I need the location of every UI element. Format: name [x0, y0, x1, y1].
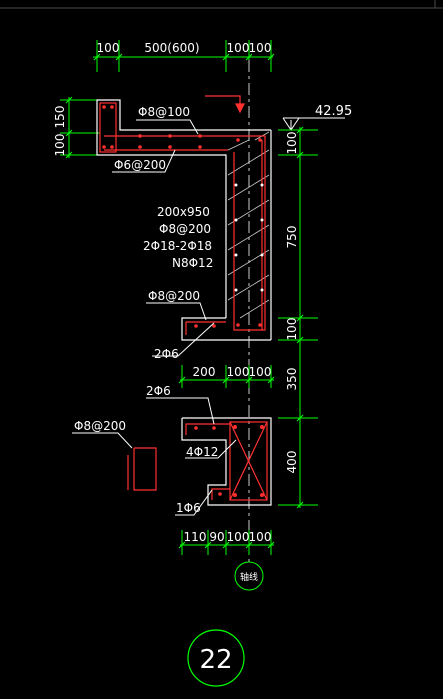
axis-bubble	[234, 561, 264, 591]
beam-stirrup-label: Φ8@200	[159, 222, 211, 236]
left-dimension-chain	[60, 96, 100, 159]
beam-size-label: 200x950	[157, 205, 210, 219]
right-dim-5: 400	[285, 451, 299, 474]
detail-number: 22	[199, 645, 232, 675]
elevation-marker	[282, 117, 345, 131]
right-dim-2: 750	[285, 226, 299, 249]
top-dimension-chain	[93, 40, 275, 72]
section-outline	[96, 99, 272, 506]
bottom-dim-3: 100	[227, 530, 250, 544]
left-dim-2: 150	[53, 106, 67, 129]
bottom-dim-4: 100	[249, 530, 272, 544]
right-dim-1: 100	[285, 132, 299, 155]
top-dim-2: 500(600)	[144, 41, 199, 55]
elevation-value: 42.95	[315, 104, 352, 119]
right-dimension-chain	[278, 126, 318, 509]
right-dim-3: 100	[285, 318, 299, 341]
detail-stirrup-label: Φ8@200	[74, 419, 126, 433]
left-dim-1: 100	[53, 134, 67, 157]
beam-bars-label: 2Φ18-2Φ18	[143, 239, 212, 253]
axis-label: 轴线	[240, 571, 258, 583]
mid-dim-1: 200	[193, 365, 216, 379]
mid-dim-2: 100	[227, 365, 250, 379]
ledge-bars-label: 2Φ6	[154, 347, 179, 361]
bottom-dim-2: 90	[209, 530, 224, 544]
rebar-lines	[99, 95, 268, 501]
viewport-frame	[0, 0, 443, 9]
detail-number-circle	[187, 629, 245, 687]
mid-dim-3: 100	[249, 365, 272, 379]
leader-lines	[72, 119, 237, 516]
ledge-rebar-label: Φ8@200	[148, 289, 200, 303]
rebar-dots	[102, 105, 264, 497]
right-dim-4: 350	[285, 368, 299, 391]
beam-side-bars-label: N8Φ12	[172, 256, 213, 270]
top-dim-3: 100	[227, 41, 250, 55]
mid-dimension-chain	[178, 365, 275, 388]
lower-bottom-bars-label: 1Φ6	[176, 501, 201, 515]
beam-side-bars	[234, 183, 264, 292]
slab-dist-rebar-label: Φ6@200	[114, 158, 166, 172]
top-dim-4: 100	[249, 41, 272, 55]
bottom-dim-1: 110	[184, 530, 207, 544]
top-dim-1: 100	[97, 41, 120, 55]
lower-top-bars-label: 2Φ6	[146, 384, 171, 398]
lower-column-bars-label: 4Φ12	[186, 445, 218, 459]
slab-top-rebar-label: Φ8@100	[138, 105, 190, 119]
bottom-dimension-chain	[178, 530, 275, 555]
